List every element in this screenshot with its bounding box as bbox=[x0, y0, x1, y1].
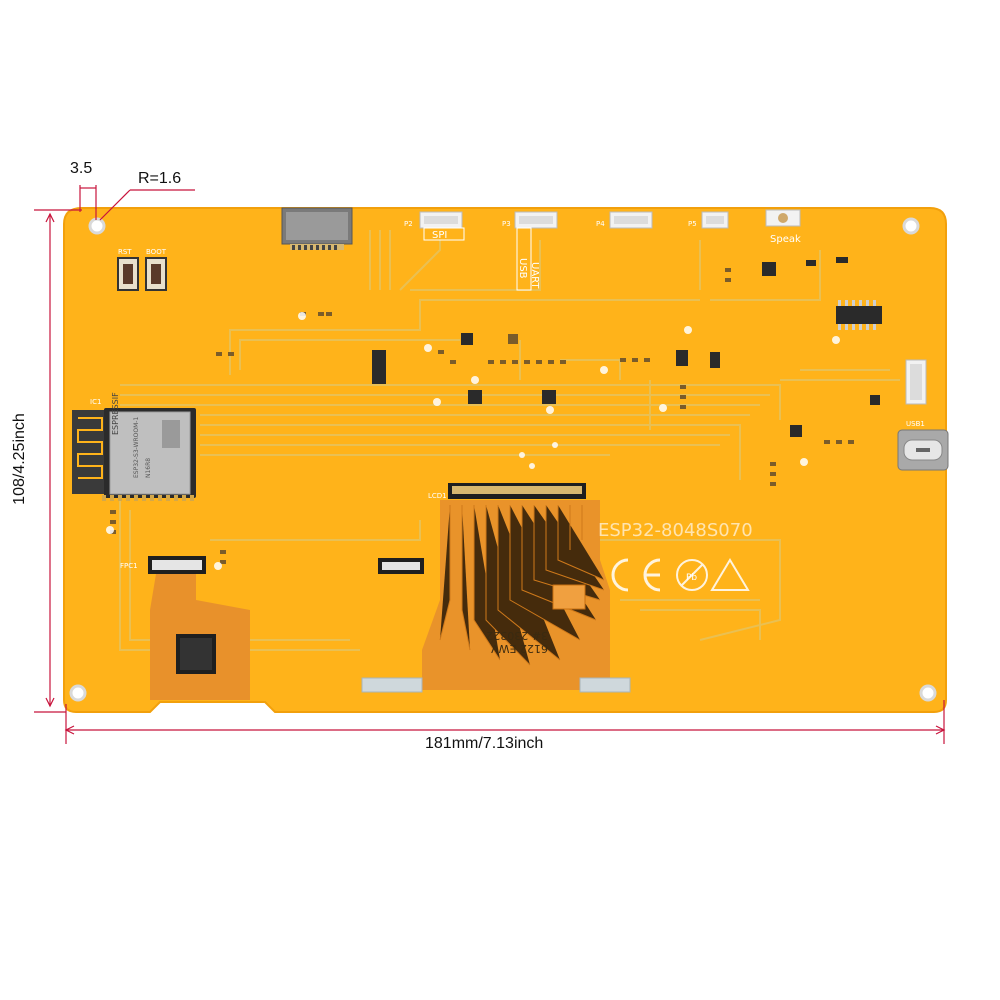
svg-text:ESP32-S3-WROOM-1: ESP32-S3-WROOM-1 bbox=[133, 417, 140, 478]
connector-p5 bbox=[701, 211, 729, 229]
dim-height: 108/4.25inch bbox=[10, 413, 28, 505]
dim-width: 181mm/7.13inch bbox=[425, 735, 544, 752]
mounting-holes bbox=[69, 217, 937, 702]
rst-button bbox=[117, 257, 139, 291]
pb-free-mark: Pb bbox=[686, 573, 697, 583]
sd-card-slot bbox=[281, 207, 353, 250]
silk-speak: Speak bbox=[770, 234, 801, 245]
lcd-connector bbox=[448, 483, 586, 499]
connector-right bbox=[905, 359, 927, 405]
board-model: ESP32-8048S070 bbox=[598, 520, 753, 541]
connector-p3 bbox=[514, 211, 558, 229]
svg-text:RST: RST bbox=[118, 248, 132, 256]
silk-uart: UART bbox=[529, 262, 540, 289]
esp32-antenna bbox=[72, 410, 110, 494]
antenna-pattern bbox=[77, 417, 103, 479]
svg-text:ESPRESSIF: ESPRESSIF bbox=[111, 392, 120, 435]
test-pads bbox=[106, 312, 840, 570]
svg-text:P3: P3 bbox=[502, 220, 511, 228]
svg-text:P4: P4 bbox=[596, 220, 605, 228]
small-components bbox=[372, 257, 880, 437]
usb-c-port bbox=[897, 429, 949, 471]
connector-k1 bbox=[378, 558, 424, 574]
svg-text:BOOT: BOOT bbox=[146, 248, 167, 256]
silk-usb: USB bbox=[517, 258, 528, 279]
ribbon-stiffener bbox=[552, 584, 586, 610]
dimension-lines bbox=[34, 185, 946, 744]
cert-marks bbox=[611, 558, 750, 592]
connector-p2 bbox=[419, 211, 463, 229]
dim-corner-radius: R=1.6 bbox=[138, 170, 182, 187]
connector-p4 bbox=[609, 211, 653, 229]
silk-lcd: LCD1 bbox=[428, 492, 447, 500]
fpc-code: 6122 EWV bbox=[491, 642, 548, 655]
silk-usb-port: USB1 bbox=[906, 420, 925, 428]
bottom-pad-left bbox=[361, 677, 423, 693]
dim-hole-offset: 3.5 bbox=[70, 160, 93, 177]
ic-soic-right bbox=[836, 300, 882, 330]
connector-speak bbox=[765, 209, 801, 227]
pcb-board bbox=[63, 207, 947, 713]
bottom-pad-right bbox=[579, 677, 631, 693]
svg-text:P5: P5 bbox=[688, 220, 697, 228]
svg-text:P2: P2 bbox=[404, 220, 413, 228]
pcb-traces bbox=[119, 230, 900, 651]
fpc-batch: 3# 230322 bbox=[486, 629, 548, 642]
svg-text:N16R8: N16R8 bbox=[145, 458, 152, 478]
silk-spi: SPI bbox=[432, 230, 447, 241]
silk-ic: IC1 bbox=[90, 398, 101, 406]
boot-button bbox=[145, 257, 167, 291]
silk-fpc: FPC1 bbox=[120, 562, 138, 570]
touch-connector bbox=[148, 556, 206, 574]
